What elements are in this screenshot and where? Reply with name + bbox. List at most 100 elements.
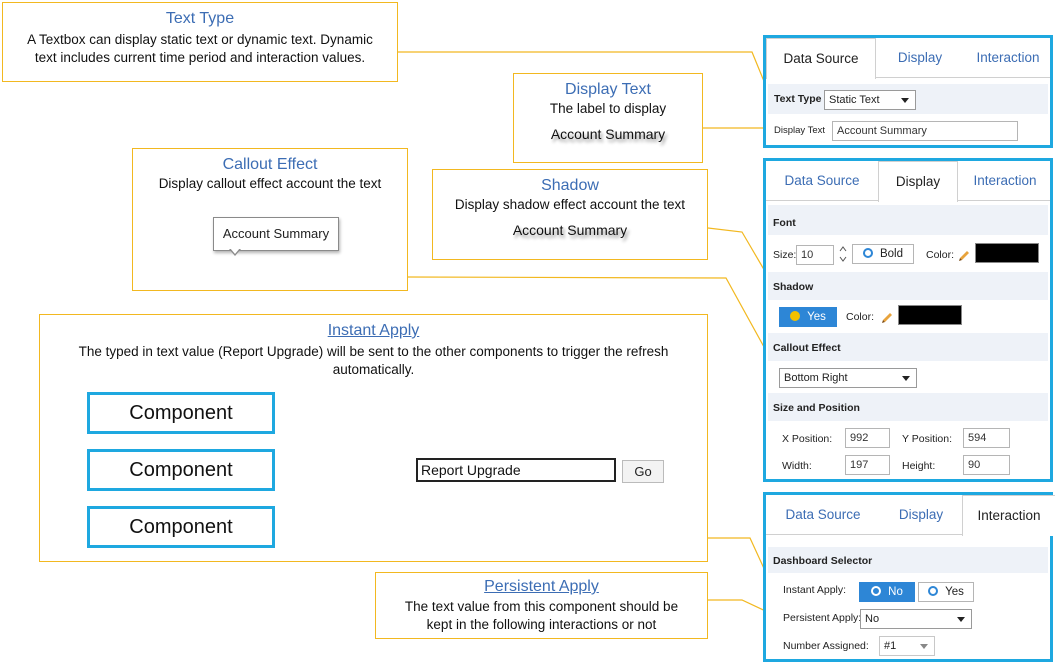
section-band [768, 205, 1048, 235]
chevron-down-icon [902, 376, 910, 381]
x-position-input[interactable]: 992 [845, 428, 890, 448]
radio-icon [871, 586, 882, 596]
number-assigned-label: Number Assigned: [783, 640, 869, 652]
callout-text-type-title: Text Type [165, 10, 235, 27]
persistent-apply-value: No [865, 613, 880, 625]
component-box: Component [87, 449, 275, 491]
callout-bubble-tail-inner [230, 248, 240, 254]
callout-display-text: Display Text The label to display Accoun… [513, 73, 703, 163]
callout-display-text-title: Display Text [565, 81, 651, 98]
pencil-icon[interactable] [880, 309, 894, 323]
tab-underline [766, 534, 1050, 535]
text-type-label: Text Type [774, 93, 822, 105]
callout-effect-select[interactable]: Bottom Right [779, 368, 917, 388]
shadow-heading: Shadow [773, 281, 814, 293]
yes-label: Yes [945, 586, 964, 598]
callout-callout-effect: Callout Effect Display callout effect ac… [132, 148, 408, 291]
number-assigned-select[interactable]: #1 [879, 636, 935, 656]
shadow-sample-text: Account Summary [512, 222, 628, 238]
size-position-heading: Size and Position [773, 402, 860, 414]
bold-label: Bold [879, 248, 904, 260]
callout-instant-apply-desc: The typed in text value (Report Upgrade)… [40, 343, 707, 379]
shadow-yes-toggle[interactable]: Yes [779, 307, 837, 327]
radio-icon [862, 248, 873, 258]
dashboard-selector-heading: Dashboard Selector [773, 555, 873, 567]
shadow-sample-text: Account Summary [550, 126, 666, 142]
callout-persistent-apply: Persistent Apply The text value from thi… [375, 572, 708, 639]
callout-text-type-desc: A Textbox can display static text or dyn… [3, 31, 397, 67]
font-color-swatch[interactable] [975, 243, 1039, 263]
persistent-apply-label: Persistent Apply: [783, 612, 862, 624]
desc-line: A Textbox can display static text or dyn… [27, 32, 373, 47]
display-text-input[interactable]: Account Summary [832, 121, 1018, 141]
y-position-input[interactable]: 594 [963, 428, 1010, 448]
callout-effect-value: Bottom Right [784, 372, 848, 384]
instant-apply-no-toggle[interactable]: No [859, 582, 915, 602]
section-band [768, 547, 1048, 573]
chevron-down-icon [901, 98, 909, 103]
callout-bubble: Account Summary [213, 217, 339, 251]
panel-display: Data Source Display Interaction Font Siz… [763, 158, 1053, 482]
section-band [768, 272, 1048, 300]
callout-instant-apply: Instant Apply The typed in text value (R… [39, 314, 708, 562]
desc-line: text includes current time period and in… [34, 50, 366, 65]
display-text-label: Display Text [774, 125, 826, 136]
callout-effect-heading: Callout Effect [773, 342, 841, 354]
go-button[interactable]: Go [622, 460, 664, 483]
size-label: Size: [773, 249, 797, 261]
text-type-select[interactable]: Static Text [824, 90, 916, 110]
tab-bar: Data Source Display Interaction [766, 38, 1050, 79]
tab-display[interactable]: Display [878, 161, 958, 202]
section-band [768, 393, 1048, 421]
radio-icon [790, 311, 801, 321]
no-label: No [888, 586, 903, 598]
spin-arrows-icon[interactable] [839, 244, 847, 264]
callout-effect-desc: Display callout effect account the text [158, 176, 382, 191]
callout-persistent-apply-desc: The text value from this component shoul… [376, 598, 707, 634]
callout-persistent-apply-title: Persistent Apply [484, 578, 599, 595]
radio-icon [928, 586, 939, 596]
tab-display[interactable]: Display [897, 50, 943, 65]
persistent-apply-select[interactable]: No [860, 609, 972, 629]
desc-line: kept in the following interactions or no… [426, 617, 657, 632]
shadow-color-label: Color: [846, 311, 875, 323]
font-color-label: Color: [926, 249, 955, 261]
tab-bar: Data Source Display Interaction [766, 495, 1055, 536]
tab-data-source[interactable]: Data Source [785, 507, 861, 522]
component-box: Component [87, 392, 275, 434]
text-type-value: Static Text [829, 94, 880, 106]
chevron-down-icon [957, 617, 965, 622]
callout-text-type: Text Type A Textbox can display static t… [2, 2, 398, 82]
report-text-input[interactable]: Report Upgrade [416, 458, 616, 482]
pencil-icon[interactable] [957, 247, 971, 261]
desc-line: The typed in text value (Report Upgrade)… [78, 344, 669, 359]
tab-interaction[interactable]: Interaction [962, 495, 1055, 536]
tab-display[interactable]: Display [898, 507, 944, 522]
font-heading: Font [773, 217, 796, 229]
callout-instant-apply-title: Instant Apply [327, 322, 420, 339]
height-input[interactable]: 90 [963, 455, 1010, 475]
desc-line: The text value from this component shoul… [404, 599, 679, 614]
bold-toggle[interactable]: Bold [852, 244, 914, 264]
callout-effect-title: Callout Effect [222, 156, 318, 173]
instant-apply-yes-toggle[interactable]: Yes [918, 582, 974, 602]
chevron-down-icon [920, 644, 928, 649]
tab-interaction[interactable]: Interaction [973, 173, 1037, 188]
callout-shadow-desc: Display shadow effect account the text [454, 197, 686, 212]
panel-interaction: Data Source Display Interaction Dashboar… [763, 492, 1055, 662]
number-assigned-value: #1 [884, 640, 897, 652]
width-input[interactable]: 197 [845, 455, 890, 475]
shadow-color-swatch[interactable] [898, 305, 962, 325]
font-size-input[interactable]: 10 [796, 245, 834, 265]
shadow-yes-label: Yes [807, 311, 826, 323]
y-position-label: Y Position: [902, 433, 953, 445]
tab-bar: Data Source Display Interaction [766, 161, 1050, 202]
tab-underline [766, 77, 1050, 78]
tab-interaction[interactable]: Interaction [976, 50, 1040, 65]
width-label: Width: [782, 460, 812, 472]
x-position-label: X Position: [782, 433, 833, 445]
panel-data-source: Data Source Display Interaction Text Typ… [763, 35, 1053, 148]
desc-line: automatically. [332, 362, 415, 377]
tab-data-source[interactable]: Data Source [766, 38, 876, 79]
tab-data-source[interactable]: Data Source [784, 173, 860, 188]
